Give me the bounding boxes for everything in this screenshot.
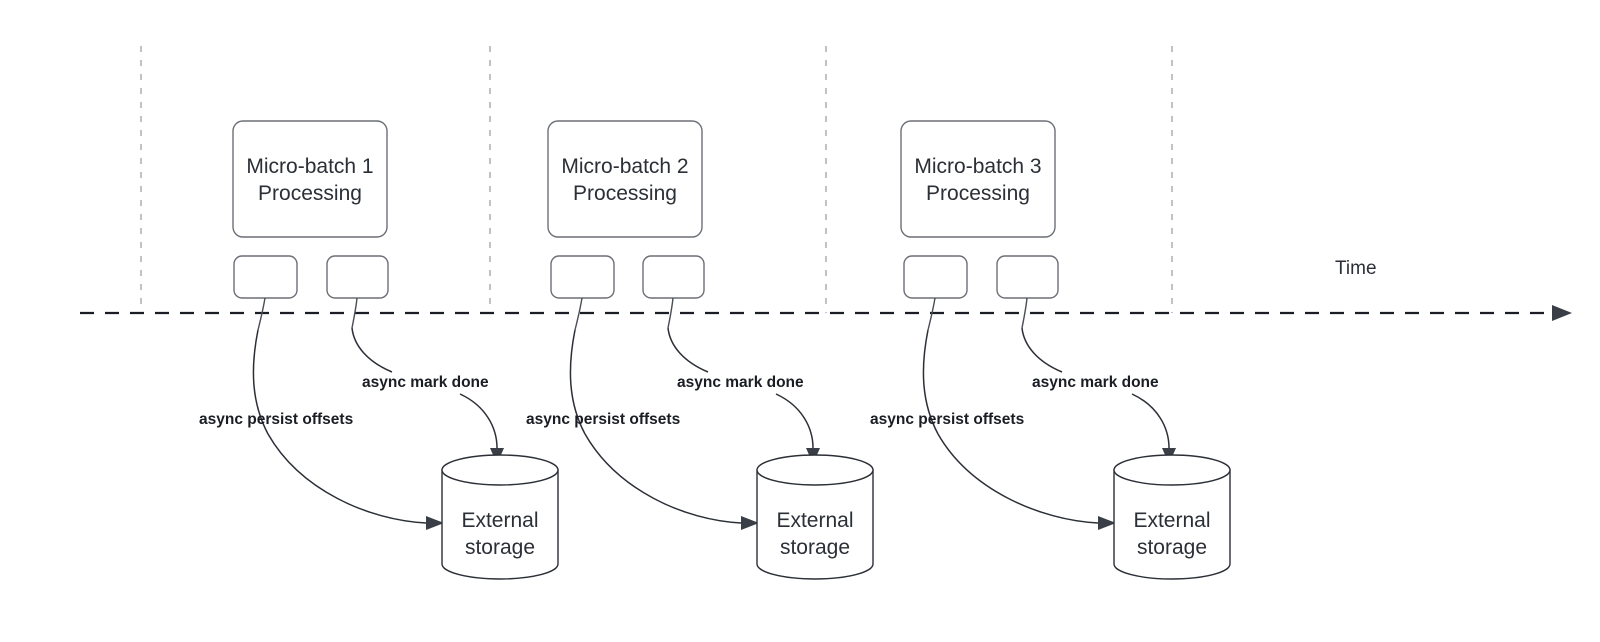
group-2-mark-done-edge [667, 327, 709, 373]
group-1-cylinder-body [441, 469, 559, 580]
group-2-external-storage-cylinder[interactable] [756, 454, 874, 580]
group-2-persist-offsets-label: async persist offsets [526, 411, 680, 428]
group-1-stem-left [257, 297, 266, 331]
micro-batch-2-processing-box[interactable] [547, 120, 703, 238]
group-1-task-box-right[interactable] [326, 255, 389, 299]
group-2-cylinder-top [756, 454, 874, 486]
group-2-persist-offsets-arrow-icon [741, 516, 759, 530]
group-2-storage-label-line1: External [776, 509, 853, 532]
group-1-storage-label-line1: External [461, 509, 538, 532]
timeline-label: Time [1335, 258, 1377, 279]
micro-batch-3-label-line2: Processing [926, 182, 1030, 205]
micro-batch-2-label-line1: Micro-batch 2 [561, 155, 688, 178]
micro-batch-2-label-line2: Processing [573, 182, 677, 205]
group-2-stem-right [667, 297, 674, 329]
group-2-task-box-right[interactable] [642, 255, 705, 299]
group-3-cylinder-top [1113, 454, 1231, 486]
timeline-arrow-icon [1552, 305, 1572, 321]
group-2-persist-offsets-edge [569, 329, 586, 435]
group-1-task-box-left[interactable] [233, 255, 298, 299]
group-3-stem-right [1021, 297, 1028, 329]
group-2-mark-done-label: async mark done [677, 374, 804, 391]
micro-batch-3-label-line1: Micro-batch 3 [914, 155, 1041, 178]
group-1-mark-done-edge [351, 327, 393, 373]
micro-batch-3-processing-box[interactable] [900, 120, 1056, 238]
group-1: Micro-batch 1 Processing async persist o… [199, 120, 559, 580]
group-3: Micro-batch 3 Processing async persist o… [870, 120, 1231, 580]
group-1-storage-label-line2: storage [465, 536, 535, 559]
timeline-axis [80, 305, 1572, 321]
group-3-storage-label-line1: External [1133, 509, 1210, 532]
group-1-persist-offsets-arrow-icon [426, 516, 444, 530]
micro-batch-1-label-line1: Micro-batch 1 [246, 155, 373, 178]
group-3-mark-done-edge-tail [1131, 393, 1170, 449]
group-2-mark-done-edge-tail [775, 393, 814, 449]
group-3-external-storage-cylinder[interactable] [1113, 454, 1231, 580]
group-2-cylinder-body [756, 469, 874, 580]
group-3-mark-done-edge [1021, 327, 1063, 373]
group-2: Micro-batch 2 Processing async persist o… [526, 120, 874, 580]
group-2-task-box-left[interactable] [550, 255, 615, 299]
group-3-task-box-left[interactable] [903, 255, 968, 299]
group-3-persist-offsets-edge [922, 329, 939, 435]
group-1-external-storage-cylinder[interactable] [441, 454, 559, 580]
group-1-cylinder-top [441, 454, 559, 486]
group-3-storage-label-line2: storage [1137, 536, 1207, 559]
group-3-task-box-right[interactable] [996, 255, 1059, 299]
group-2-stem-left [574, 297, 583, 331]
group-3-stem-left [927, 297, 936, 331]
group-3-persist-offsets-arrow-icon [1098, 516, 1116, 530]
group-1-persist-offsets-edge-tail [267, 433, 427, 524]
group-2-persist-offsets-edge-tail [584, 433, 742, 524]
group-2-storage-label-line2: storage [780, 536, 850, 559]
group-1-stem-right [351, 297, 358, 329]
micro-batch-1-label-line2: Processing [258, 182, 362, 205]
group-3-persist-offsets-label: async persist offsets [870, 411, 1024, 428]
group-1-mark-done-edge-tail [459, 393, 498, 449]
group-1-persist-offsets-edge [252, 329, 269, 435]
group-3-persist-offsets-edge-tail [937, 433, 1099, 524]
group-1-persist-offsets-label: async persist offsets [199, 411, 353, 428]
vertical-guides [140, 46, 1173, 313]
group-3-mark-done-label: async mark done [1032, 374, 1159, 391]
group-1-mark-done-label: async mark done [362, 374, 489, 391]
micro-batch-1-processing-box[interactable] [232, 120, 388, 238]
group-3-cylinder-body [1113, 469, 1231, 580]
